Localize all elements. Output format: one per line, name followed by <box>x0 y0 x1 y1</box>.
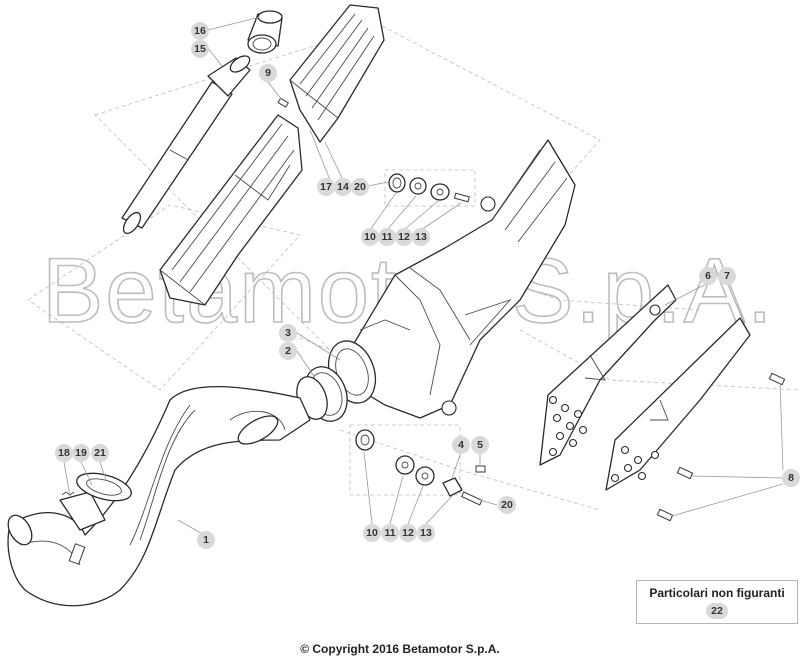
legend-part-number: 22 <box>706 603 728 619</box>
upper-hardware-group <box>384 169 476 207</box>
callout-12-upper: 12 <box>395 228 413 246</box>
callout-21: 21 <box>91 444 109 462</box>
callout-7: 7 <box>718 267 736 285</box>
legend-title: Particolari non figuranti <box>649 586 785 600</box>
lower-heat-shield <box>159 114 303 306</box>
callout-9: 9 <box>259 64 277 82</box>
callout-13-lower: 13 <box>417 524 435 542</box>
callout-11-lower: 11 <box>381 524 399 542</box>
svg-text:15: 15 <box>194 43 206 55</box>
callout-8: 8 <box>782 469 800 487</box>
svg-text:8: 8 <box>788 472 794 484</box>
svg-text:13: 13 <box>420 527 432 539</box>
svg-text:20: 20 <box>501 499 513 511</box>
callout-2: 2 <box>279 342 297 360</box>
inner-tube-part <box>121 55 251 235</box>
callout-15: 15 <box>191 40 209 58</box>
svg-text:3: 3 <box>285 327 291 339</box>
upper-heat-shield <box>289 4 385 143</box>
callout-10-lower: 10 <box>363 524 381 542</box>
callout-5: 5 <box>471 436 489 454</box>
bracket-screws <box>656 372 786 522</box>
svg-text:16: 16 <box>194 25 206 37</box>
svg-text:5: 5 <box>477 439 483 451</box>
svg-text:10: 10 <box>364 231 376 243</box>
callout-17: 17 <box>317 178 335 196</box>
leader-lines <box>63 16 784 537</box>
callout-13-upper: 13 <box>412 228 430 246</box>
svg-text:2: 2 <box>285 345 291 357</box>
svg-text:6: 6 <box>705 270 711 282</box>
not-shown-parts-legend: Particolari non figuranti 22 <box>636 580 798 624</box>
callout-11-upper: 11 <box>378 228 396 246</box>
callout-3: 3 <box>279 324 297 342</box>
svg-text:7: 7 <box>724 270 730 282</box>
svg-text:13: 13 <box>415 231 427 243</box>
svg-text:17: 17 <box>320 181 332 193</box>
callout-6: 6 <box>699 267 717 285</box>
svg-text:12: 12 <box>398 231 410 243</box>
svg-text:12: 12 <box>402 527 414 539</box>
callout-16: 16 <box>191 22 209 40</box>
svg-text:1: 1 <box>203 534 209 546</box>
svg-text:11: 11 <box>384 527 395 539</box>
rear-bracket-6 <box>539 284 677 466</box>
svg-text:9: 9 <box>265 67 271 79</box>
callout-14: 14 <box>334 178 352 196</box>
svg-text:20: 20 <box>354 181 366 193</box>
callout-20-lower: 20 <box>498 496 516 514</box>
svg-text:18: 18 <box>58 447 70 459</box>
header-pipe <box>7 385 311 607</box>
svg-text:19: 19 <box>75 447 87 459</box>
callout-12-lower: 12 <box>399 524 417 542</box>
callout-18: 18 <box>55 444 73 462</box>
callout-1: 1 <box>197 531 215 549</box>
end-cap-part <box>247 10 283 54</box>
callout-10-upper: 10 <box>361 228 379 246</box>
svg-text:10: 10 <box>366 527 378 539</box>
svg-text:4: 4 <box>458 439 464 451</box>
flange-gasket <box>61 472 132 502</box>
copyright-text: © Copyright 2016 Betamotor S.p.A. <box>300 642 500 656</box>
svg-text:14: 14 <box>337 181 349 193</box>
svg-text:11: 11 <box>381 231 392 243</box>
callout-19: 19 <box>72 444 90 462</box>
lower-hardware-group <box>349 424 486 506</box>
svg-text:21: 21 <box>94 447 106 459</box>
screw-part-9 <box>267 81 290 108</box>
callout-20-upper: 20 <box>351 178 369 196</box>
callout-4: 4 <box>452 436 470 454</box>
rear-bracket-7 <box>605 317 751 491</box>
